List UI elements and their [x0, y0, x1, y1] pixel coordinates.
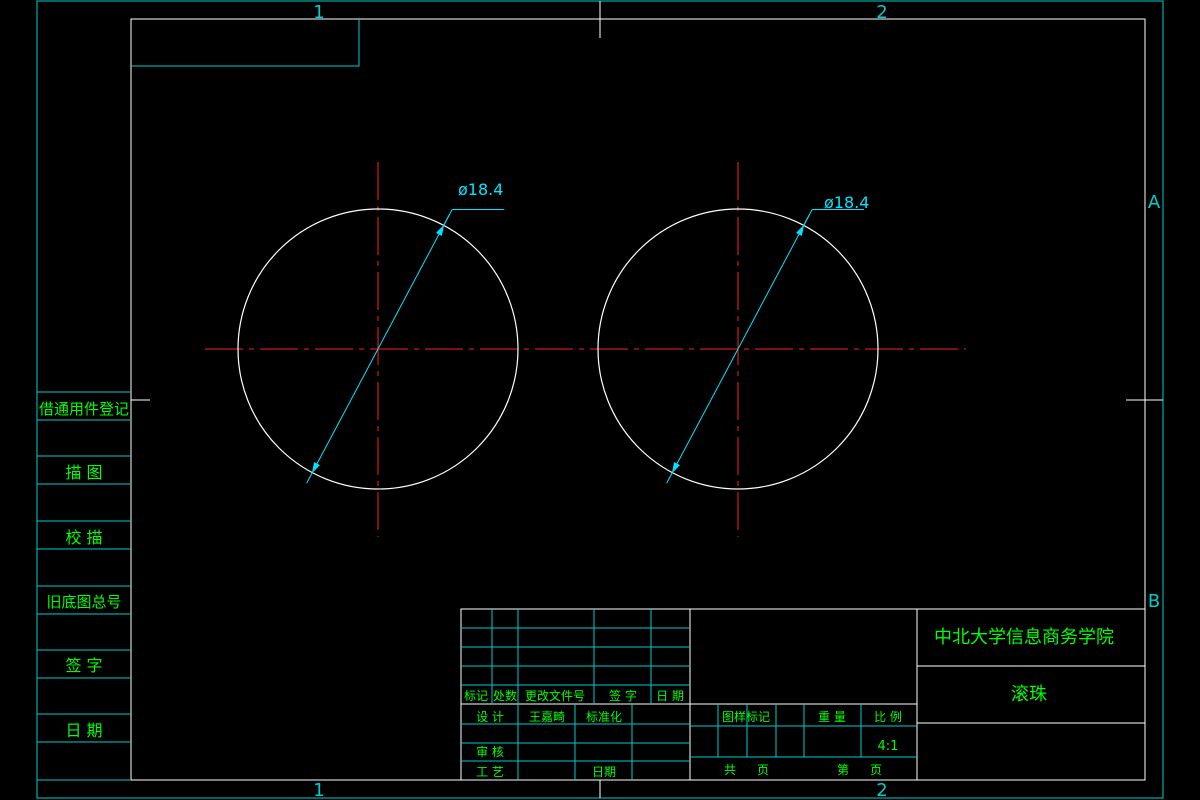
dimension-leader-right: [803, 209, 813, 226]
dimension-arrow-bottom-left: [311, 461, 321, 474]
diameter-label-left: ø18.4: [458, 180, 503, 199]
process-label: 工 艺: [476, 765, 504, 779]
scale-value: 4:1: [878, 739, 899, 754]
revision-header-mark: 标记: [464, 689, 488, 703]
revision-header-count: 处数: [493, 688, 517, 703]
side-table-trace-check: 校 描: [65, 528, 102, 547]
organization-name: 中北大学信息商务学院: [934, 627, 1114, 648]
title-block: [460, 608, 1146, 781]
zone-label-bottom-2: 2: [876, 780, 887, 800]
diameter-dimension-line-right: [666, 214, 810, 484]
side-table-date: 日 期: [65, 721, 102, 740]
dimension-arrow-bottom-right: [671, 461, 681, 474]
review-label: 审 核: [476, 744, 504, 759]
weight-label: 重 量: [818, 710, 846, 724]
design-label: 设 计: [476, 710, 504, 724]
scale-label: 比 例: [874, 710, 902, 724]
outer-frame: [36, 0, 1164, 799]
standardization-label: 标准化: [586, 710, 622, 724]
sheet-total-unit: 页: [757, 763, 769, 777]
dimension-leader-left: [443, 209, 453, 226]
title-block-border: [460, 608, 1146, 781]
part-views: [205, 162, 966, 537]
zone-label-top-1: 1: [313, 2, 324, 23]
ball-outline-left: [237, 208, 519, 490]
drawing-frames: [36, 0, 1164, 799]
side-table-tracing: 描 图: [65, 463, 102, 482]
corner-box: [131, 19, 360, 67]
side-table: [37, 391, 131, 781]
drawing-mark-label: 图样标记: [722, 709, 770, 724]
revision-header-change-doc: 更改文件号: [525, 688, 585, 703]
sheet-total-label: 共: [724, 763, 736, 777]
revision-header-signature: 签 字: [609, 688, 637, 703]
dimension-arrow-top-right: [795, 224, 805, 237]
zone-label-right-b: B: [1148, 591, 1160, 612]
side-table-old-drawing-number: 旧底图总号: [46, 593, 121, 611]
ball-outline-right: [597, 208, 879, 490]
dimension-arrow-top-left: [435, 224, 445, 237]
diameter-dimension-line-left: [306, 214, 450, 484]
part-name: 滚珠: [1011, 684, 1047, 705]
revision-header-date: 日 期: [656, 689, 684, 703]
sheet-index-label: 第: [837, 763, 849, 777]
side-table-borrow-register: 借通用件登记: [39, 400, 129, 418]
sheet-index-unit: 页: [870, 763, 882, 777]
date-label: 日期: [592, 765, 616, 779]
designer-name: 王嘉畸: [529, 710, 565, 724]
zone-label-bottom-1: 1: [313, 780, 324, 800]
side-table-signature: 签 字: [65, 656, 102, 675]
diameter-label-right: ø18.4: [824, 193, 869, 212]
zone-label-top-2: 2: [876, 2, 887, 23]
zone-label-right-a: A: [1148, 192, 1161, 213]
